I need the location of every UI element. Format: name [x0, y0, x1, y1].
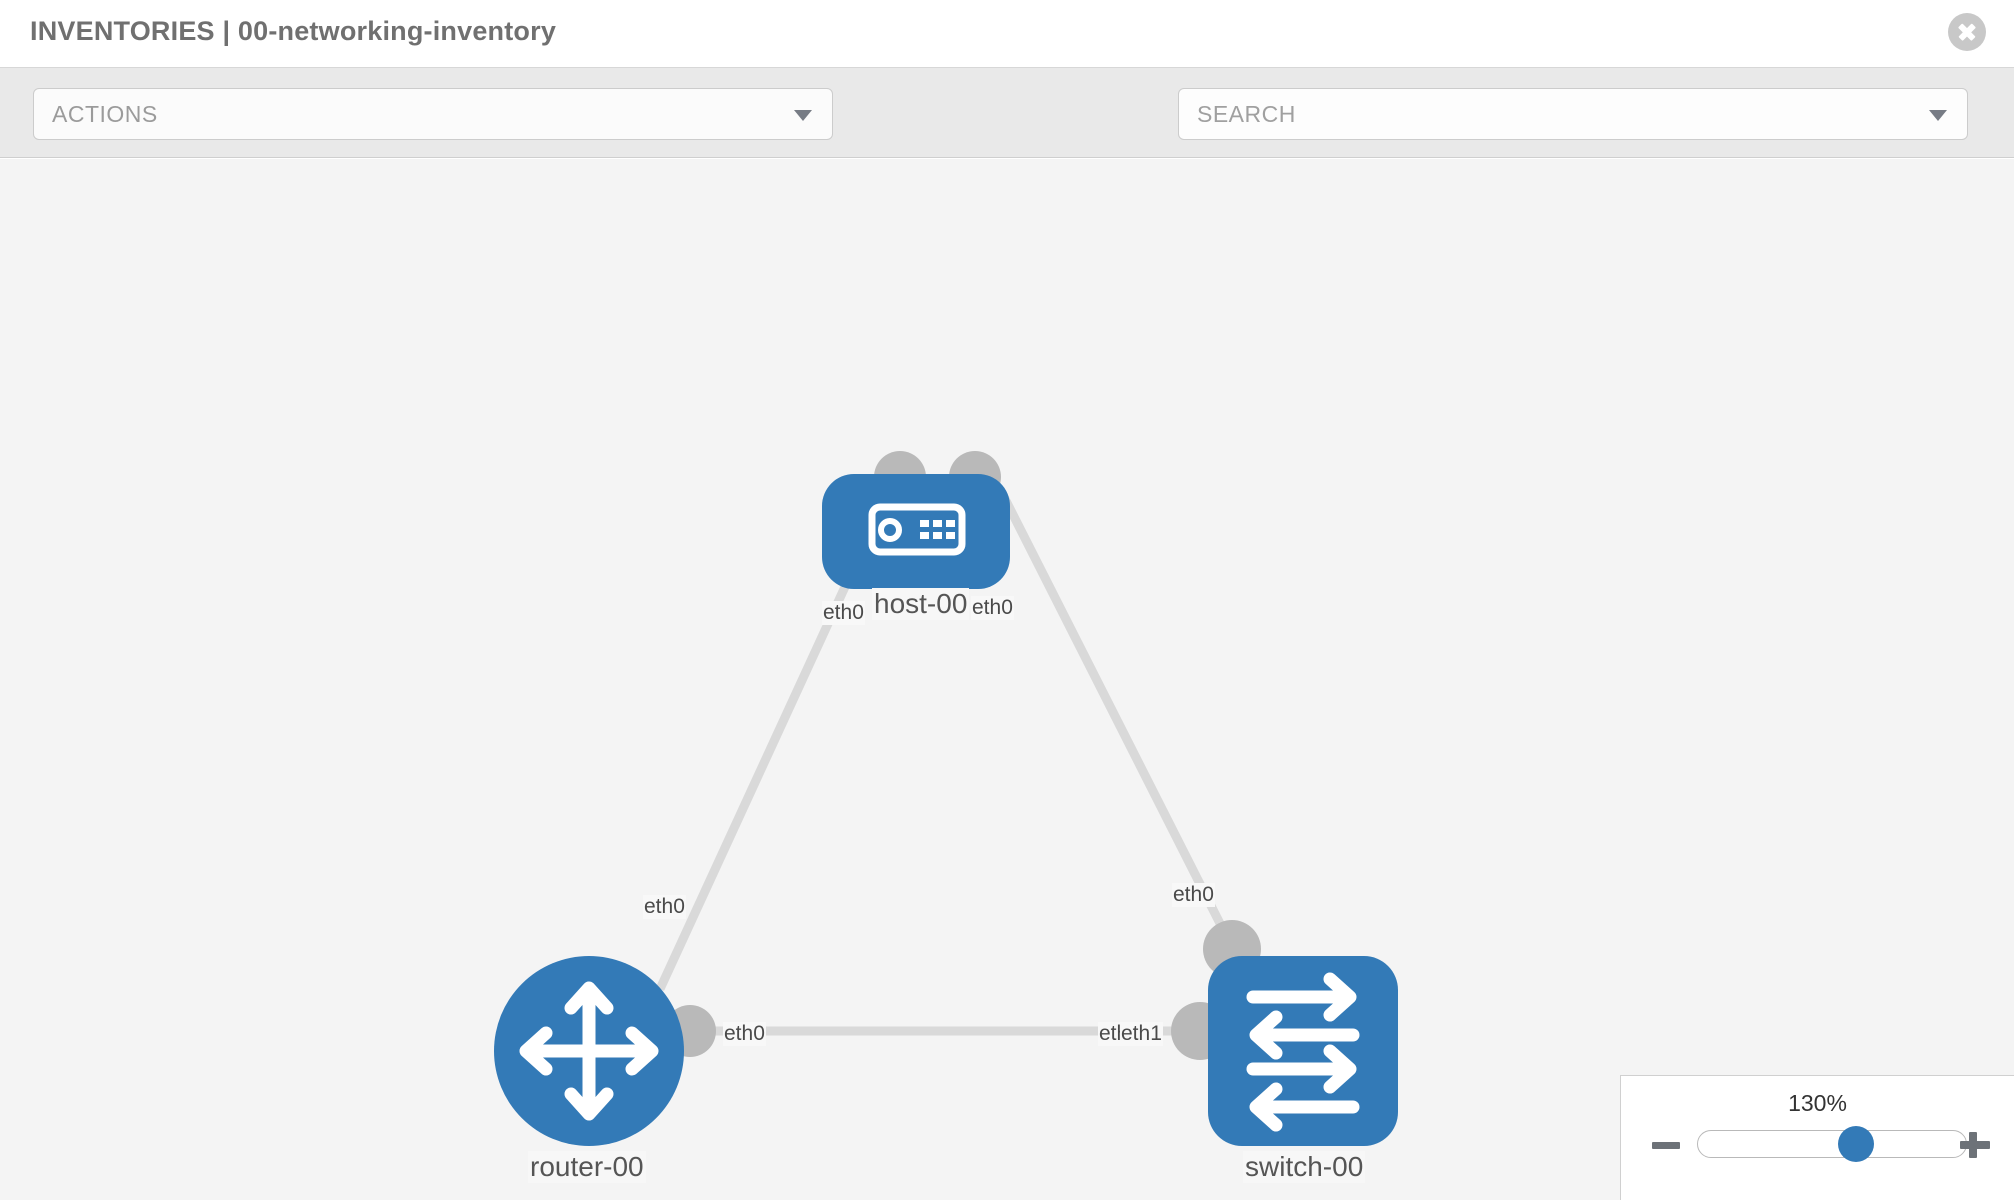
chevron-down-icon [1929, 110, 1947, 121]
node-label-switch-00: switch-00 [1243, 1151, 1366, 1183]
zoom-slider-thumb[interactable] [1838, 1126, 1875, 1162]
zoom-in-button[interactable] [1958, 1128, 1992, 1162]
zoom-out-button[interactable] [1649, 1128, 1683, 1162]
actions-dropdown-label: ACTIONS [52, 101, 158, 127]
actions-dropdown[interactable]: ACTIONS [33, 88, 833, 140]
interface-label: eth0 [1172, 883, 1215, 907]
toolbar: ACTIONS SEARCH [0, 68, 2014, 203]
node-switch-00 [1208, 956, 1398, 1146]
zoom-slider-track[interactable] [1697, 1126, 1967, 1162]
node-label-host-00: host-00 [872, 588, 970, 620]
topology-canvas[interactable]: eth0 eth0 eth0 eth0 eth0 eth eth1 host-0… [0, 159, 2014, 1200]
node-host-00 [822, 474, 1010, 589]
interface-label: eth0 [723, 1022, 766, 1046]
zoom-level-label: 130% [1788, 1090, 1847, 1116]
topology-graph [494, 451, 1398, 1146]
server-icon [868, 503, 966, 556]
zoom-control-panel: 130% [1620, 1075, 2014, 1200]
router-arrows-icon [519, 981, 659, 1121]
node-router-00 [494, 956, 684, 1146]
minus-icon [1652, 1142, 1680, 1149]
interface-label: eth0 [822, 601, 865, 625]
search-input[interactable]: SEARCH [1178, 88, 1968, 140]
chevron-down-icon [794, 110, 812, 121]
interface-label: eth1 [1120, 1022, 1163, 1046]
plus-icon-vertical [1969, 1132, 1977, 1158]
interface-label: eth0 [643, 895, 686, 919]
search-placeholder: SEARCH [1197, 101, 1296, 127]
interface-label: eth0 [971, 596, 1014, 620]
close-icon[interactable] [1948, 13, 1986, 51]
node-label-router-00: router-00 [528, 1151, 646, 1183]
edge-host-switch [995, 486, 1243, 962]
page-header: INVENTORIES | 00-networking-inventory [0, 0, 2014, 68]
switch-arrows-icon [1246, 972, 1360, 1132]
page-title: INVENTORIES | 00-networking-inventory [30, 16, 557, 46]
